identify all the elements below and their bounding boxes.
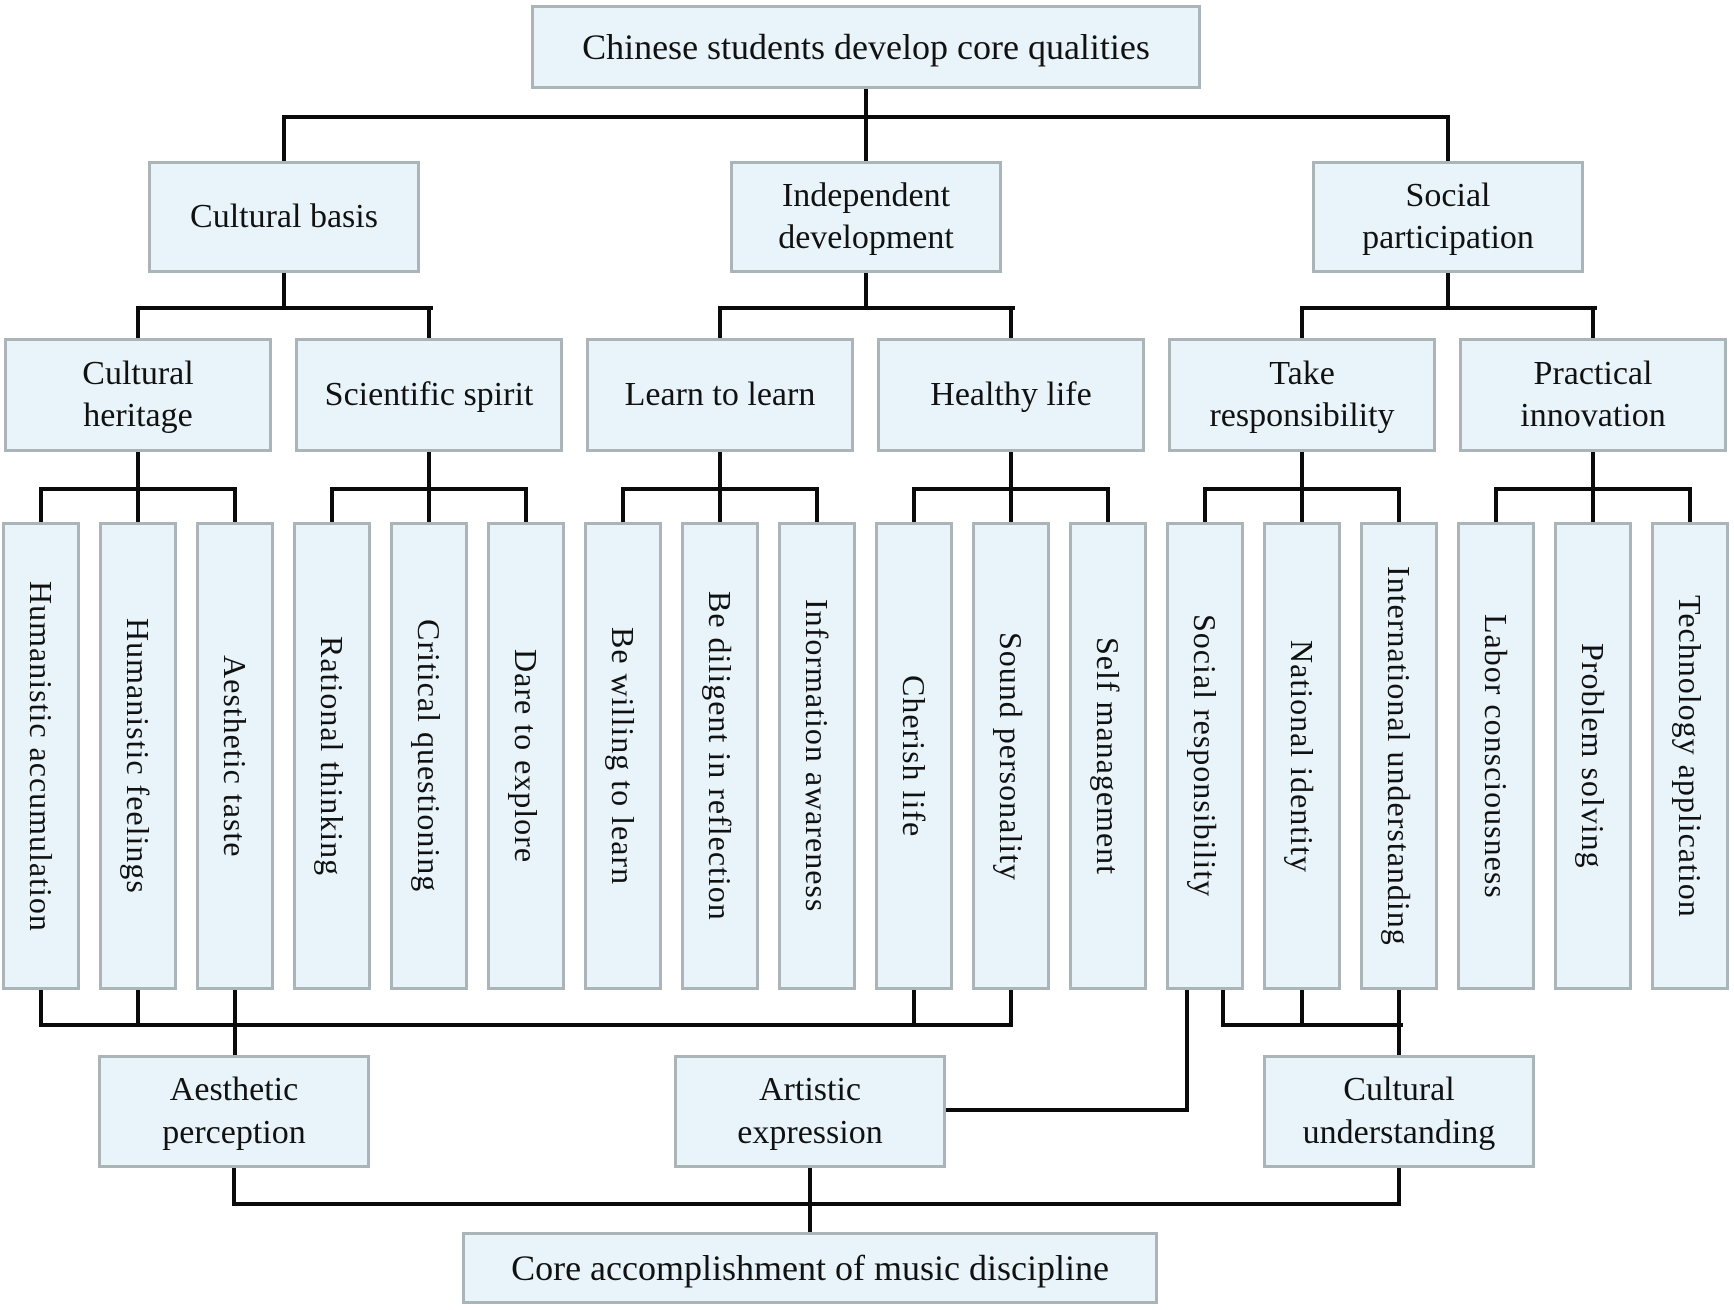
connector-artistic-expression-drop xyxy=(808,1168,812,1235)
connector-g2-hbar xyxy=(330,487,528,491)
connector-g1-left xyxy=(39,487,43,526)
connector-sp-down xyxy=(1446,273,1450,310)
leaf-labor-consciousness: Labor consciousness xyxy=(1457,522,1535,990)
connector-id-hbar xyxy=(718,306,1015,310)
outcome-box-artistic-expression: Artistic expression xyxy=(674,1055,946,1168)
connector-g2-right xyxy=(524,487,528,526)
leaf-social-responsibility: Social responsibility xyxy=(1166,522,1244,990)
level3-box-scientific-spirit: Scientific spirit xyxy=(295,338,563,452)
connector-lineC-drop-leaf13 xyxy=(1300,990,1304,1027)
level2-box-social-participation: Social participation xyxy=(1312,161,1584,273)
leaf-be-diligent-in-reflection: Be diligent in reflection xyxy=(681,522,759,990)
leaf-technology-application: Technology application xyxy=(1651,522,1729,990)
leaf-dare-to-explore: Dare to explore xyxy=(487,522,565,990)
connector-cultural-understanding-drop xyxy=(1397,1168,1401,1206)
leaf-humanistic-accumulation: Humanistic accumulation xyxy=(2,522,80,990)
connector-lineA xyxy=(39,1023,1013,1027)
connector-g5-hbar xyxy=(1203,487,1401,491)
level3-box-learn-to-learn: Learn to learn xyxy=(586,338,854,452)
connector-lineC xyxy=(1221,1023,1403,1027)
leaf-aesthetic-taste: Aesthetic taste xyxy=(196,522,274,990)
leaf-self-management: Self management xyxy=(1069,522,1147,990)
connector-drop-independent-development xyxy=(864,115,868,165)
connector-drop-cultural-basis xyxy=(282,115,286,165)
connector-g1-right xyxy=(233,487,237,526)
connector-drop-social-participation xyxy=(1446,115,1450,165)
level2-box-cultural-basis: Cultural basis xyxy=(148,161,420,273)
connector-g5-left xyxy=(1203,487,1207,526)
level3-box-practical-innovation: Practical innovation xyxy=(1459,338,1727,452)
level3-box-healthy-life: Healthy life xyxy=(877,338,1145,452)
connector-g3-left xyxy=(621,487,625,526)
connector-g6-hbar xyxy=(1494,487,1692,491)
connector-lineA-drop-leaf10 xyxy=(1009,990,1013,1027)
root-box: Chinese students develop core qualities xyxy=(531,5,1201,89)
outcome-box-aesthetic-perception: Aesthetic perception xyxy=(98,1055,370,1168)
connector-g4-hbar xyxy=(912,487,1110,491)
connector-g4-right xyxy=(1106,487,1110,526)
connector-g5-right xyxy=(1397,487,1401,526)
leaf-problem-solving: Problem solving xyxy=(1554,522,1632,990)
outcome-box-cultural-understanding: Cultural understanding xyxy=(1263,1055,1535,1168)
connector-sp-hbar xyxy=(1300,306,1597,310)
connector-cb-down xyxy=(282,273,286,310)
connector-lineB xyxy=(232,1202,1401,1206)
leaf-rational-thinking: Rational thinking xyxy=(293,522,371,990)
final-box-core-accomplishment: Core accomplishment of music discipline xyxy=(462,1232,1158,1304)
connector-g2-left xyxy=(330,487,334,526)
leaf-sound-personality: Sound personality xyxy=(972,522,1050,990)
leaf-information-awareness: Information awareness xyxy=(778,522,856,990)
connector-artistic-feeder xyxy=(944,1108,1189,1112)
connector-lineC-drop-leaf12 xyxy=(1221,990,1225,1027)
connector-aesthetic-perception-drop xyxy=(232,1168,236,1206)
connector-lineA-drop-leaf0 xyxy=(39,990,43,1027)
connector-cb-left xyxy=(136,306,140,342)
connector-cb-right xyxy=(427,306,431,342)
connector-g4-left xyxy=(912,487,916,526)
connector-leaf12-long-drop xyxy=(1185,990,1189,1112)
connector-leaf14-to-cultural-understanding xyxy=(1397,990,1401,1059)
connector-g3-right xyxy=(815,487,819,526)
connector-g6-left xyxy=(1494,487,1498,526)
connector-sp-right xyxy=(1591,306,1595,342)
level3-box-cultural-heritage: Cultural heritage xyxy=(4,338,272,452)
connector-g3-hbar xyxy=(621,487,819,491)
leaf-cherish-life: Cherish life xyxy=(875,522,953,990)
level2-box-independent-development: Independent development xyxy=(730,161,1002,273)
connector-id-down xyxy=(864,273,868,310)
connector-id-right xyxy=(1009,306,1013,342)
connector-lineA-drop-leaf9 xyxy=(912,990,916,1027)
connector-root-drop xyxy=(864,88,868,119)
connector-id-left xyxy=(718,306,722,342)
connector-cb-hbar xyxy=(136,306,433,310)
connector-g6-right xyxy=(1688,487,1692,526)
level3-box-take-responsibility: Take responsibility xyxy=(1168,338,1436,452)
leaf-be-willing-to-learn: Be willing to learn xyxy=(584,522,662,990)
connector-leaf2-to-aesthetic-perception xyxy=(233,990,237,1059)
leaf-critical-questioning: Critical questioning xyxy=(390,522,468,990)
connector-lineA-drop-leaf1 xyxy=(136,990,140,1027)
leaf-national-identity: National identity xyxy=(1263,522,1341,990)
connector-g1-hbar xyxy=(39,487,237,491)
leaf-humanistic-feelings: Humanistic feelings xyxy=(99,522,177,990)
connector-sp-left xyxy=(1300,306,1304,342)
leaf-international-understanding: International understanding xyxy=(1360,522,1438,990)
